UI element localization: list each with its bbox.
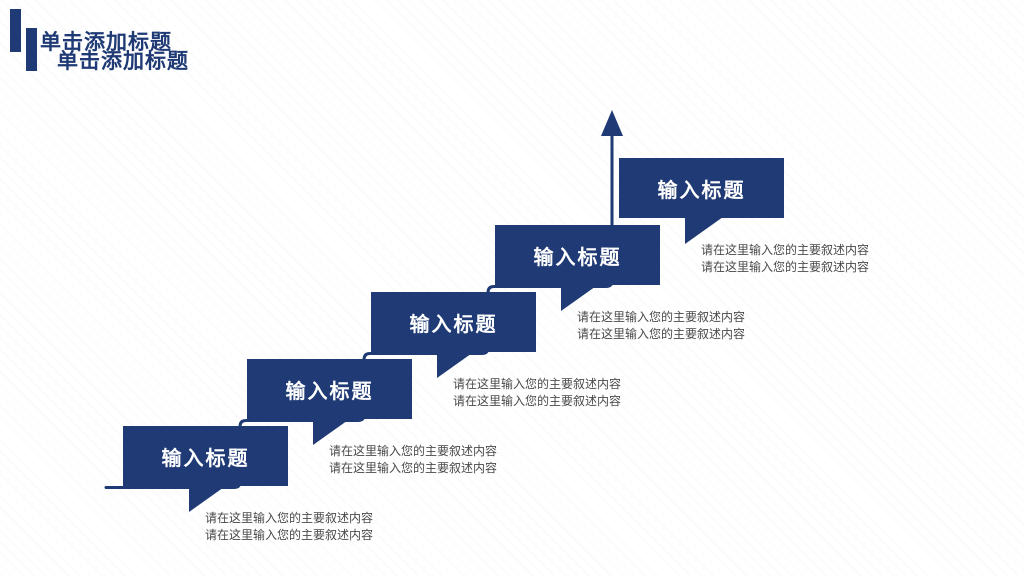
slide-title-echo[interactable]: 单击添加标题 [57,50,189,73]
title-accent-bar-icon [26,28,37,71]
step-description-line: 请在这里输入您的主要叙述内容 [329,444,498,458]
step-description[interactable]: 请在这里输入您的主要叙述内容 请在这里输入您的主要叙述内容 [205,510,373,544]
step-description-line: 请在这里输入您的主要叙述内容 [701,243,870,257]
step-title-box[interactable]: 输入标题 [247,359,412,445]
bubble-tail-icon [437,351,475,378]
step-description-line: 请在这里输入您的主要叙述内容 [453,394,622,408]
step-description-line: 请在这里输入您的主要叙述内容 [205,511,374,525]
step-title: 输入标题 [533,246,622,269]
step-description-line: 请在这里输入您的主要叙述内容 [577,310,746,324]
step-title: 输入标题 [409,313,498,336]
bubble-tail-icon [313,418,351,445]
step-description-line: 请在这里输入您的主要叙述内容 [329,461,498,475]
bubble-tail-icon [561,284,599,311]
step-description-line: 请在这里输入您的主要叙述内容 [205,528,374,542]
slide-title[interactable]: 单击添加标题 [40,31,172,54]
step-title-box[interactable]: 输入标题 [371,292,536,378]
step-description[interactable]: 请在这里输入您的主要叙述内容 请在这里输入您的主要叙述内容 [701,242,869,276]
step-description[interactable]: 请在这里输入您的主要叙述内容 请在这里输入您的主要叙述内容 [453,376,621,410]
step-title: 输入标题 [161,447,250,470]
bubble-tail-icon [189,485,227,512]
step-description-line: 请在这里输入您的主要叙述内容 [701,260,870,274]
step-description[interactable]: 请在这里输入您的主要叙述内容 请在这里输入您的主要叙述内容 [329,443,497,477]
bubble-tail-icon [685,217,723,244]
step-title-box[interactable]: 输入标题 [123,426,288,512]
step-title-box[interactable]: 输入标题 [619,158,784,244]
step-description-line: 请在这里输入您的主要叙述内容 [577,327,746,341]
arrow-up-icon [601,110,623,136]
step-title: 输入标题 [285,380,374,403]
step-title-box[interactable]: 输入标题 [495,225,660,311]
title-accent-bar-icon [10,9,21,52]
step-description[interactable]: 请在这里输入您的主要叙述内容 请在这里输入您的主要叙述内容 [577,309,745,343]
step-description-line: 请在这里输入您的主要叙述内容 [453,377,622,391]
step-title: 输入标题 [657,179,746,202]
